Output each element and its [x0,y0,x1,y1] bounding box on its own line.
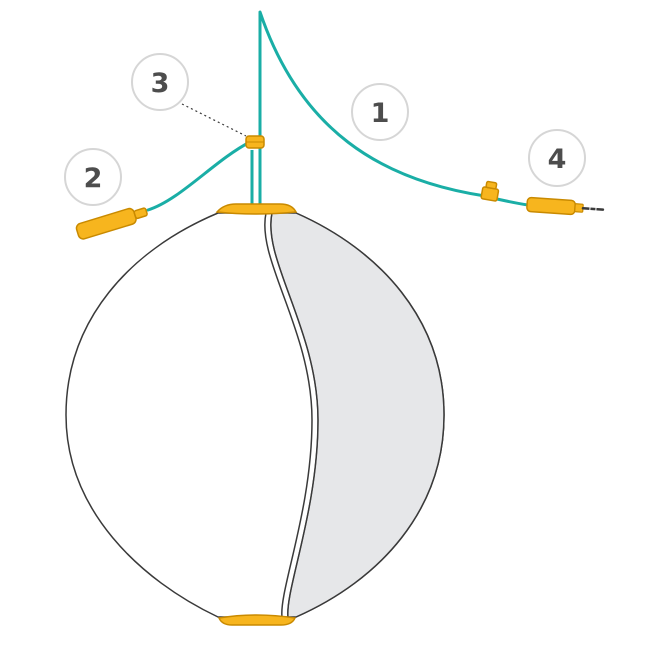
cable-clip [245,135,265,149]
plug [526,196,605,216]
callout-4-label: 4 [548,144,567,175]
plug-pin [581,207,605,211]
callout-3-label: 3 [151,68,170,99]
bottom-cap [217,614,297,626]
top-cap [215,203,298,215]
cables [146,10,530,212]
suspension-cable [258,10,487,198]
switch-cable [146,140,252,212]
callout-3-leader [181,103,247,137]
callout-2: 2 [64,148,122,206]
callout-2-label: 2 [84,163,103,194]
globe-shade [65,212,445,618]
globe-seam [264,212,313,618]
cable-to-plug [495,197,530,207]
cable-connector [480,180,500,202]
callout-1-label: 1 [371,98,390,129]
callout-3: 3 [131,53,189,111]
callout-4: 4 [528,129,586,187]
inline-switch [75,207,148,240]
callout-1: 1 [351,83,409,141]
globe-seam-inner [270,212,319,618]
